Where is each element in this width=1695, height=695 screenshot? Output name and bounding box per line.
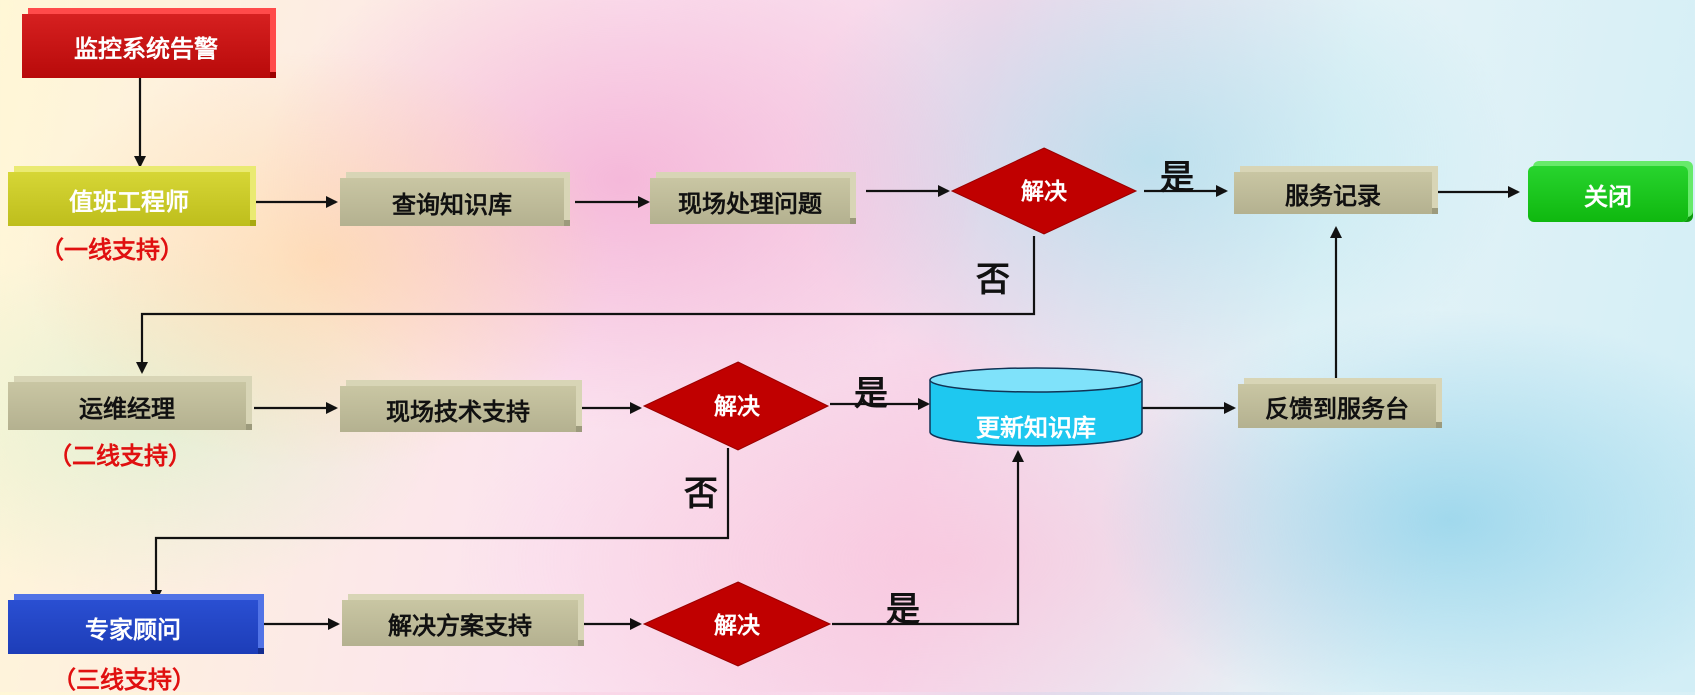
feedback-desk-box: 反馈到服务台	[1238, 384, 1436, 428]
no-label-1: 否	[976, 260, 1010, 300]
no-label-2: 否	[684, 474, 718, 514]
duty-engineer-box: 值班工程师	[8, 172, 250, 226]
tier1-label: （一线支持）	[40, 236, 184, 264]
decision-diamond-2: 解决	[642, 361, 830, 451]
query-kb-box: 查询知识库	[340, 178, 564, 226]
decision2-label: 解决	[714, 393, 761, 420]
decision-diamond-1: 解决	[950, 147, 1138, 235]
ops-manager-box: 运维经理	[8, 382, 246, 430]
monitor-alert-box: 监控系统告警	[22, 14, 270, 78]
arrow-decision3-yes-to-kb	[832, 450, 1024, 626]
solution-support-box: 解决方案支持	[342, 600, 578, 646]
arrow-decision2-no-to-expert	[150, 448, 730, 602]
yes-label-2: 是	[854, 374, 888, 414]
expert-box: 专家顾问	[8, 600, 258, 654]
arrow-decision1-no-to-manager	[136, 236, 1036, 374]
onsite-handle-box: 现场处理问题	[650, 178, 850, 224]
yes-label-3: 是	[886, 590, 920, 630]
update-kb-label: 更新知识库	[976, 414, 1096, 442]
close-box: 关闭	[1528, 166, 1688, 222]
yes-label-1: 是	[1160, 158, 1194, 198]
tier2-label: （二线支持）	[48, 442, 192, 470]
decision3-label: 解决	[714, 612, 761, 639]
service-record-box: 服务记录	[1234, 172, 1432, 214]
decision1-label: 解决	[1021, 178, 1068, 205]
onsite-tech-box: 现场技术支持	[340, 386, 576, 432]
tier3-label: （三线支持）	[52, 666, 196, 694]
decision-diamond-3: 解决	[642, 581, 832, 667]
update-kb-cylinder	[929, 367, 1143, 447]
